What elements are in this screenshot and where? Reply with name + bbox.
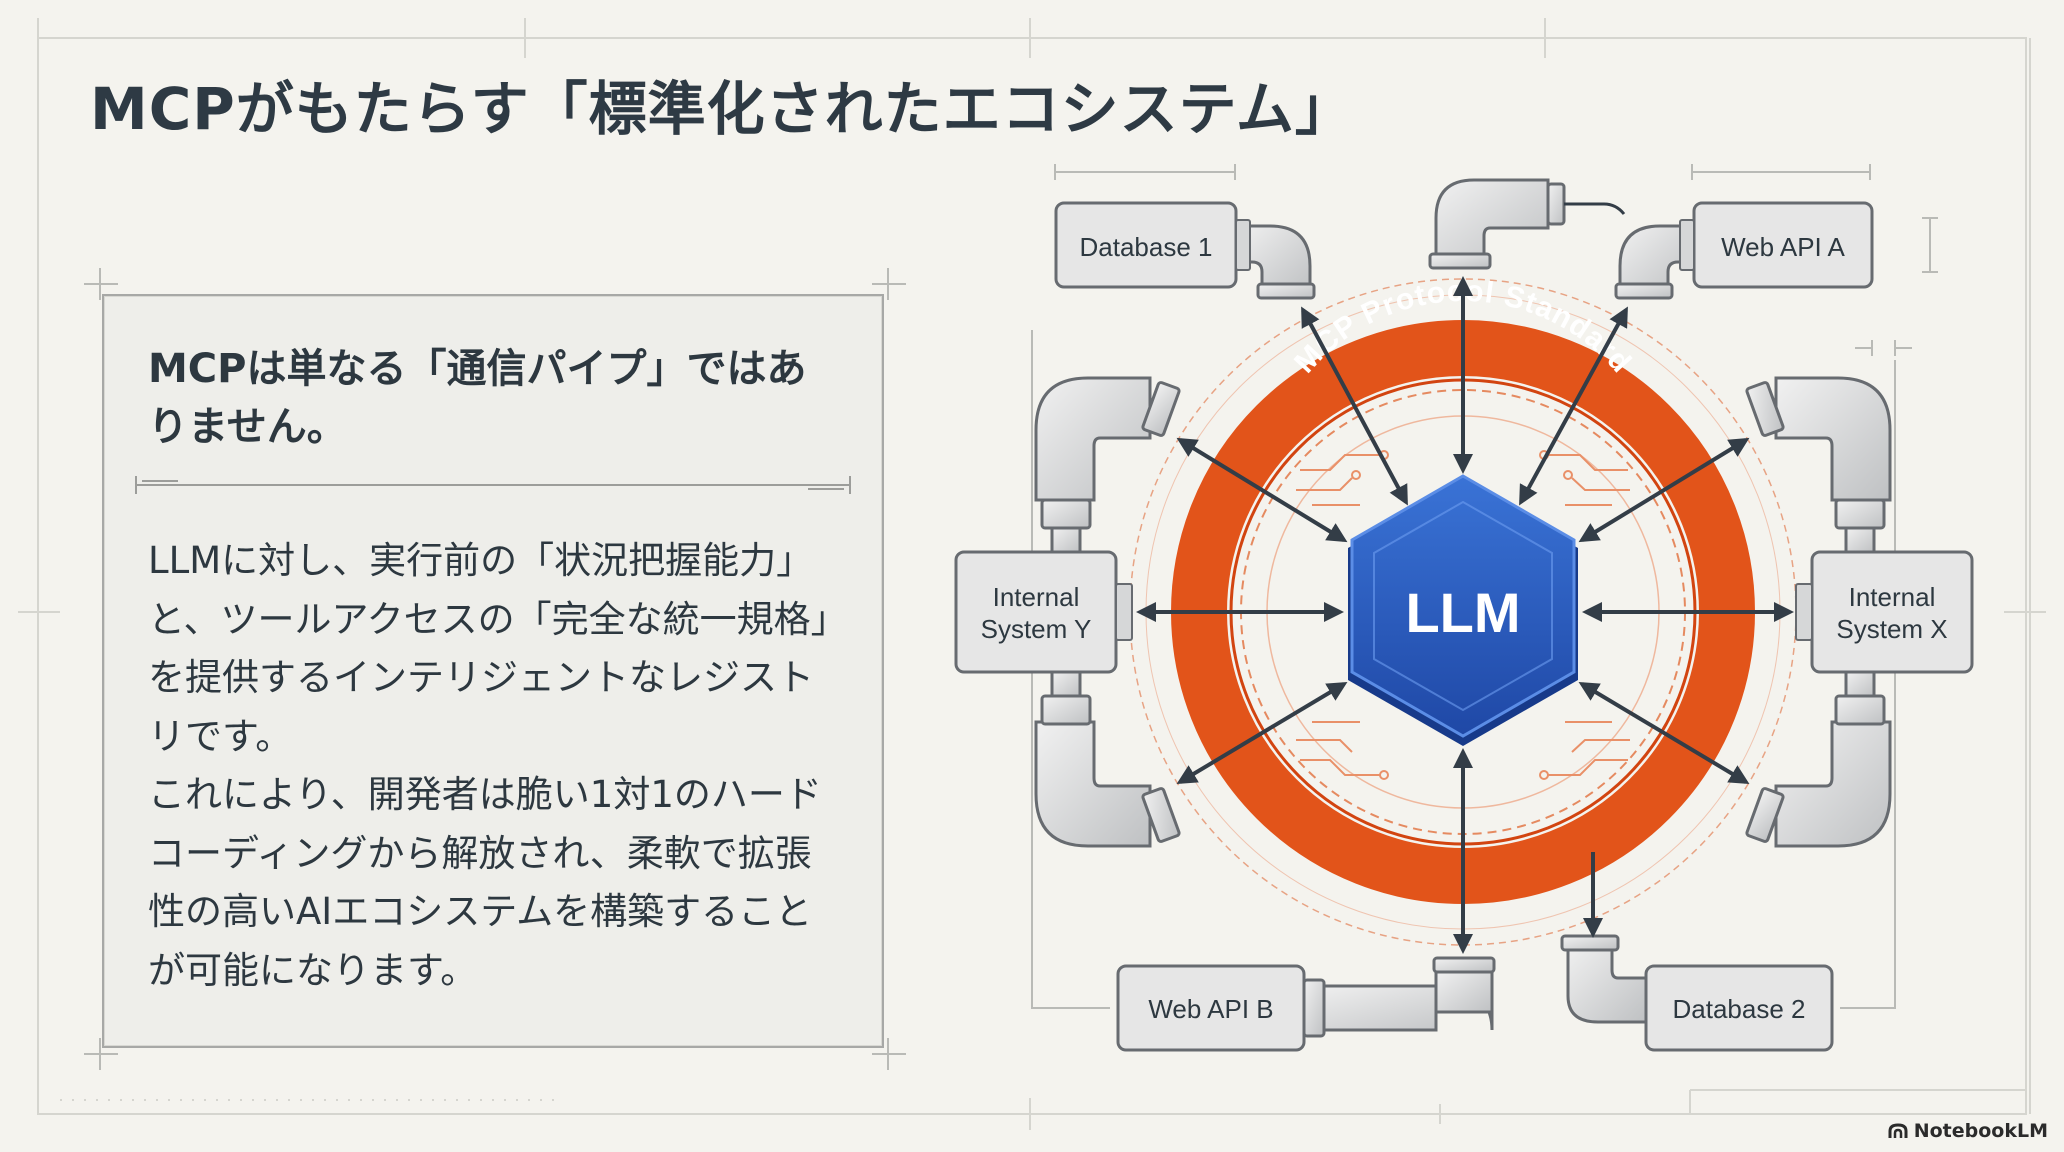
arrow — [1176, 681, 1348, 785]
pipe-connector — [1566, 942, 1648, 1024]
footer-brand: NotebookLM — [1888, 1120, 2048, 1142]
panel-paragraph: これにより、開発者は脆い1対1のハードコーディングから解放され、柔軟で拡張性の高… — [148, 773, 822, 992]
panel-paragraph: LLMに対し、実行前の「状況把握能力」と、ツールアクセスの「完全な統一規格」を提… — [148, 539, 848, 758]
panel-body: LLMに対し、実行前の「状況把握能力」と、ツールアクセスの「完全な統一規格」を提… — [148, 532, 848, 1000]
notebooklm-logo-icon — [1888, 1123, 1908, 1138]
panel-heading: MCPは単なる「通信パイプ」ではありません。 — [148, 346, 807, 450]
llm-label: LLM — [1405, 581, 1520, 644]
arrow — [1176, 437, 1348, 543]
node-label: Internal — [993, 582, 1080, 612]
pipe-connector — [1034, 376, 1152, 502]
panel-divider — [135, 476, 851, 494]
page-title: MCPがもたらす「標準化されたエコシステム」 — [90, 75, 1354, 143]
pipe-connectors — [1034, 178, 1892, 1038]
llm-hexagon-inner — [1373, 500, 1553, 712]
node-label: Internal — [1849, 582, 1936, 612]
node-internal-system-y: Internal System Y — [954, 550, 1133, 674]
node-label: System Y — [981, 614, 1092, 644]
description-panel: MCPは単なる「通信パイプ」ではありません。 LLMに対し、実行前の「状況把握能… — [102, 294, 884, 1048]
pipe-connector — [1774, 376, 1892, 502]
node-label: System X — [1836, 614, 1947, 644]
node-label: Database 2 — [1673, 994, 1806, 1024]
node-web-api-a: Web API A — [1679, 201, 1874, 289]
arrow — [1301, 306, 1408, 506]
node-label: Web API A — [1721, 232, 1845, 262]
arrow — [1519, 306, 1628, 506]
node-database-2: Database 2 — [1644, 964, 1834, 1052]
node-database-1: Database 1 — [1054, 201, 1251, 289]
pipe-connector — [1434, 178, 1550, 264]
node-web-api-b: Web API B — [1116, 964, 1306, 1052]
llm-hexagon — [1350, 474, 1576, 738]
arrow — [1578, 681, 1750, 785]
node-label: Web API B — [1148, 994, 1273, 1024]
arrow — [1578, 437, 1750, 543]
node-label: Database 1 — [1080, 232, 1213, 262]
pipe-connector — [1034, 720, 1152, 848]
connection-arrows — [1136, 276, 1794, 954]
node-internal-system-x: Internal System X — [1795, 550, 1974, 674]
brand-name: NotebookLM — [1913, 1120, 2048, 1142]
pipe-connector — [1774, 720, 1892, 848]
